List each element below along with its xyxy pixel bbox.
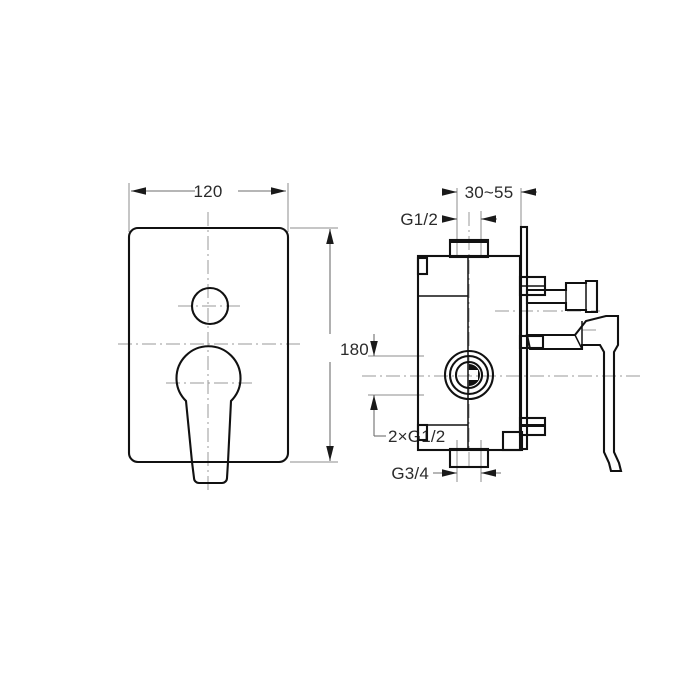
side-lever-handle (525, 314, 623, 473)
side-port-middle (518, 334, 545, 350)
side-bottom-outlet-nipple (448, 447, 490, 469)
dimension-height-label: 180 (340, 340, 369, 359)
arrow-g34-right (481, 469, 496, 477)
dimension-depth-label: 30~55 (465, 183, 514, 202)
side-cartridge-inner-ring (454, 360, 484, 390)
arrow-g12-right (481, 215, 496, 223)
side-cartridge-middle-ring (448, 354, 490, 396)
arrow-depth-right (521, 188, 536, 196)
callout-bottom-outlet-label: G3/4 (391, 464, 429, 483)
arrow-depth-left (442, 188, 457, 196)
front-lever-handle (175, 345, 242, 485)
front-view-group: 120 180 (118, 182, 369, 490)
front-escutcheon-plate (127, 226, 290, 464)
side-cartridge-keyway (469, 364, 480, 386)
arrow-width-right (271, 187, 286, 195)
body-lug-bottom-left (416, 423, 429, 442)
arrow-g34-left (442, 469, 457, 477)
side-wall-plate (519, 225, 529, 451)
arrow-height-bottom (326, 446, 334, 461)
side-top-inlet-cap (450, 240, 488, 243)
callout-side-ports-label: 2×G1/2 (388, 427, 445, 446)
dimension-width-label: 120 (194, 182, 223, 201)
arrow-g12-left (442, 215, 457, 223)
body-lug-top-left (416, 256, 429, 276)
front-diverter-button (190, 286, 230, 326)
arrow-height-top (326, 229, 334, 244)
callout-top-inlet-label: G1/2 (400, 210, 438, 229)
arrow-ports-bottom (370, 395, 378, 410)
arrow-width-left (131, 187, 146, 195)
side-lever-handle-bevel (574, 334, 583, 350)
side-cartridge-outer-ring (443, 349, 495, 401)
side-port-lower-seal (520, 424, 545, 427)
side-view-group: 30~55 G1/2 2×G1/2 G3/4 (362, 183, 640, 483)
arrow-ports-top (370, 341, 378, 356)
